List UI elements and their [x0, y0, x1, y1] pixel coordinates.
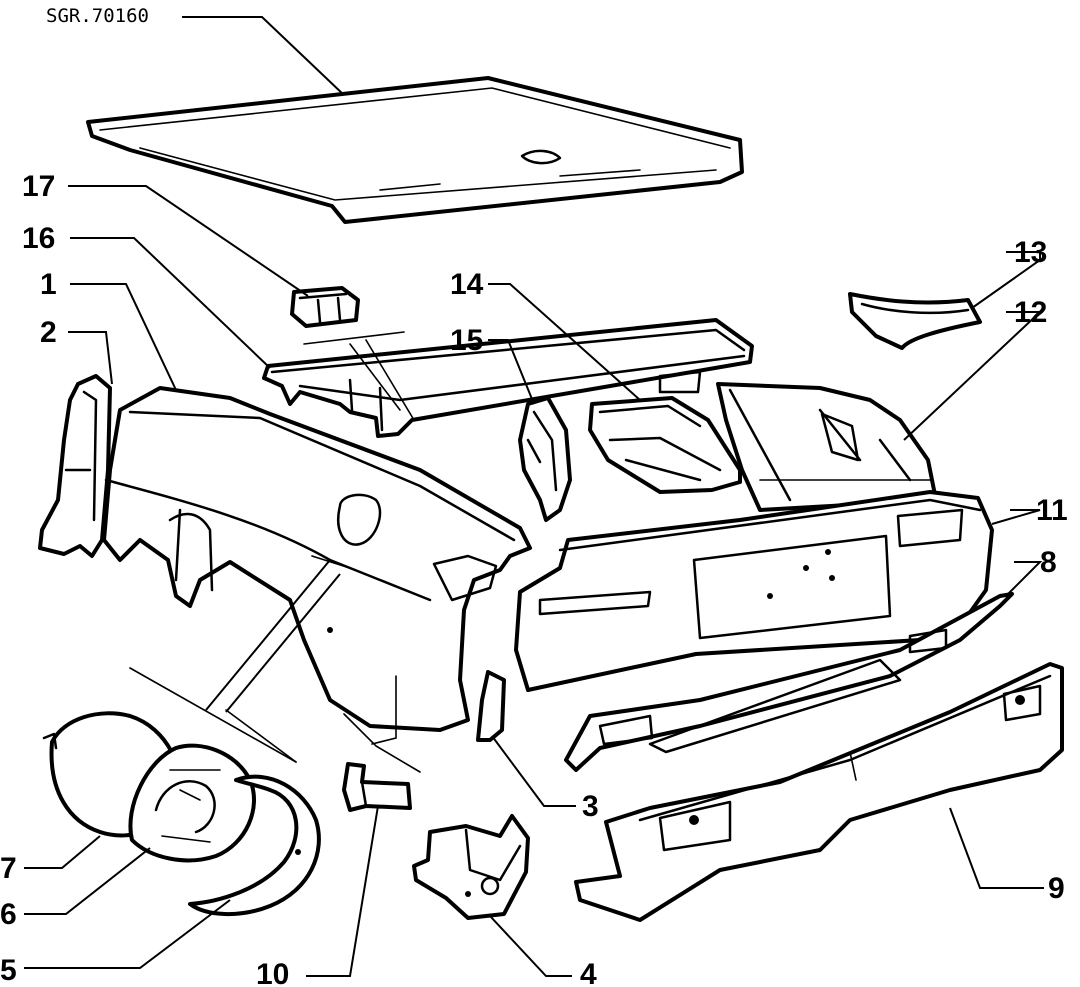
leader-13 — [971, 251, 1041, 309]
leader-12 — [903, 311, 1043, 441]
part-11-rear-end-panel — [514, 490, 994, 692]
callout-14: 14 — [450, 268, 484, 301]
part-8-bumper-support — [564, 592, 1014, 772]
leader-11 — [991, 509, 1041, 525]
leader-4 — [489, 915, 572, 977]
part-2-inner-pillar — [38, 374, 112, 558]
callout-9: 9 — [1048, 872, 1065, 905]
part-16-cross-member — [262, 318, 754, 438]
leader-lines — [24, 185, 1044, 977]
part-10-bracket — [342, 762, 412, 812]
leader-14 — [488, 283, 641, 401]
callout-2: 2 — [40, 316, 57, 349]
part-1-quarter-panel — [102, 386, 532, 732]
part-15-side-panel — [518, 396, 572, 522]
callout-17: 17 — [22, 170, 55, 203]
part-roof-panel — [86, 76, 744, 224]
leader-16 — [70, 237, 271, 369]
callout-6: 6 — [0, 898, 17, 931]
construction-line-d — [371, 675, 397, 745]
drawing-code: SGR.70160 — [46, 5, 149, 27]
callout-7: 7 — [0, 852, 17, 885]
callout-11: 11 — [1036, 494, 1068, 527]
part-14-panel — [588, 396, 742, 494]
leader-3 — [491, 735, 576, 807]
leader-1 — [70, 283, 177, 391]
leader-filler-a — [205, 559, 331, 711]
leader-8 — [1005, 561, 1043, 597]
leader-2 — [68, 331, 113, 385]
leader-drawing-code — [182, 16, 346, 97]
leader-17 — [68, 185, 309, 297]
callout-3: 3 — [582, 790, 599, 823]
leader-filler-b — [225, 573, 341, 713]
leader-7 — [24, 835, 101, 869]
callout-13: 13 — [1014, 236, 1047, 269]
construction-line-a — [129, 667, 297, 763]
part-17-bracket — [290, 286, 360, 328]
callout-16: 16 — [22, 222, 55, 255]
callout-labels: 17 16 1 2 14 15 13 12 11 8 9 3 4 10 7 6 … — [0, 170, 1068, 987]
callout-12: 12 — [1014, 296, 1047, 329]
part-12-rear-inner — [716, 382, 938, 512]
part-13-piece — [848, 292, 982, 350]
part-5-gasket-ring — [188, 774, 321, 916]
construction-line-c — [343, 713, 421, 773]
leader-15 — [488, 339, 535, 405]
callout-15: 15 — [450, 324, 483, 357]
part-9-rear-skirt — [574, 662, 1064, 922]
callout-5: 5 — [0, 954, 17, 987]
part-4-mounting-bracket — [412, 814, 530, 920]
callout-8: 8 — [1040, 546, 1057, 579]
part-3-closing-piece — [476, 670, 506, 742]
callout-4: 4 — [580, 958, 597, 987]
callout-1: 1 — [40, 268, 57, 301]
part-6-filler-cup — [128, 743, 256, 863]
leader-5 — [24, 899, 231, 969]
leader-9 — [949, 807, 1044, 889]
construction-line-b — [225, 709, 297, 763]
leader-6 — [24, 847, 151, 915]
callout-10: 10 — [256, 958, 289, 987]
leader-10 — [306, 805, 379, 977]
